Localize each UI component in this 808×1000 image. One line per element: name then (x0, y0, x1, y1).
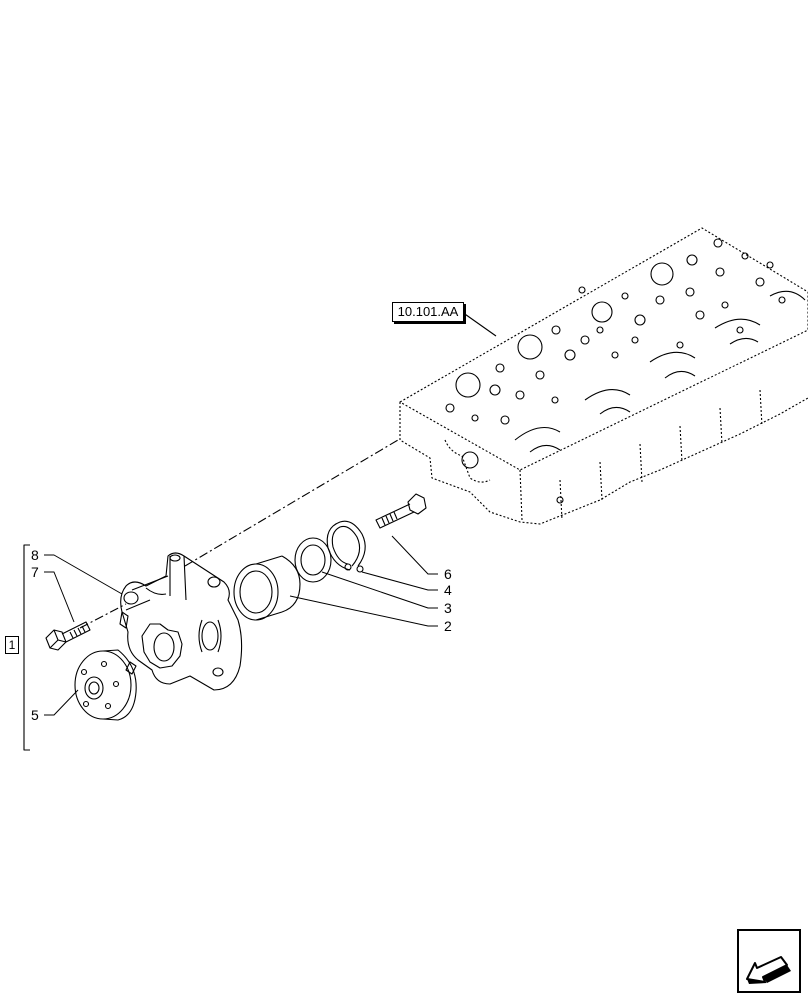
callout-8: 8 (31, 547, 39, 563)
pump-housing-drawing (119, 552, 243, 691)
reference-leader-line (461, 311, 497, 337)
reference-label-10-101-aa[interactable]: 10.101.AA (392, 302, 464, 322)
callout-6: 6 (444, 566, 452, 582)
pulley-hub-drawing (74, 649, 137, 721)
bolt-7-drawing (45, 621, 91, 651)
back-navigation-button[interactable] (737, 929, 801, 993)
back-arrow-icon (746, 956, 791, 984)
bearing-drawing (233, 555, 301, 621)
assembly-number-box: 1 (5, 636, 19, 654)
cylinder-head-drawing (399, 227, 808, 525)
snap-ring-drawing (326, 520, 366, 573)
callout-5: 5 (31, 707, 39, 723)
seal-drawing (294, 537, 332, 583)
callout-2: 2 (444, 618, 452, 634)
assembly-bracket (23, 544, 30, 751)
assembly-axis-line (184, 439, 399, 567)
callout-leaders (44, 535, 438, 716)
callout-4: 4 (444, 582, 452, 598)
callout-7: 7 (31, 564, 39, 580)
callout-3: 3 (444, 600, 452, 616)
bolt-6-drawing (375, 493, 427, 529)
bolt-axis-line (79, 603, 127, 629)
